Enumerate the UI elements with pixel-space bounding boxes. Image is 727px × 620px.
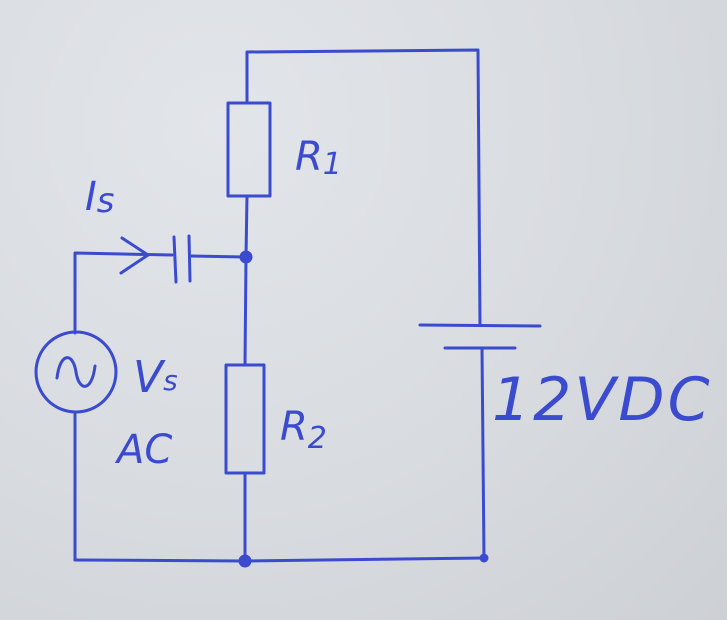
label-r2: R2: [280, 404, 327, 456]
capacitor-plate-right: [187, 234, 192, 283]
ac-source-circle: [34, 330, 118, 414]
current-arrow-icon: [119, 236, 150, 275]
junction-dot-corner: [479, 553, 489, 563]
label-vs: Vs: [133, 352, 178, 403]
battery-plate-long: [418, 323, 542, 328]
junction-dot-ground: [238, 554, 252, 568]
resistor-r1: [226, 101, 272, 198]
label-r1: R1: [295, 134, 342, 182]
wire-bottom: [73, 556, 486, 563]
wire-top: [245, 48, 482, 327]
wire-node-r2: [243, 255, 248, 367]
resistor-r2: [224, 363, 266, 475]
sine-wave-icon: [55, 356, 97, 388]
label-12vdc: 12VDC: [492, 365, 713, 435]
label-ac: AC: [114, 427, 172, 473]
wire-right-lower: [480, 346, 486, 560]
junction-dot-node: [239, 250, 253, 264]
wire-node-r1: [244, 194, 249, 259]
wire-left-upper: [73, 251, 174, 335]
label-is: Is: [85, 174, 115, 221]
wire-cap-node: [188, 254, 247, 259]
capacitor-plate-left: [172, 235, 178, 284]
